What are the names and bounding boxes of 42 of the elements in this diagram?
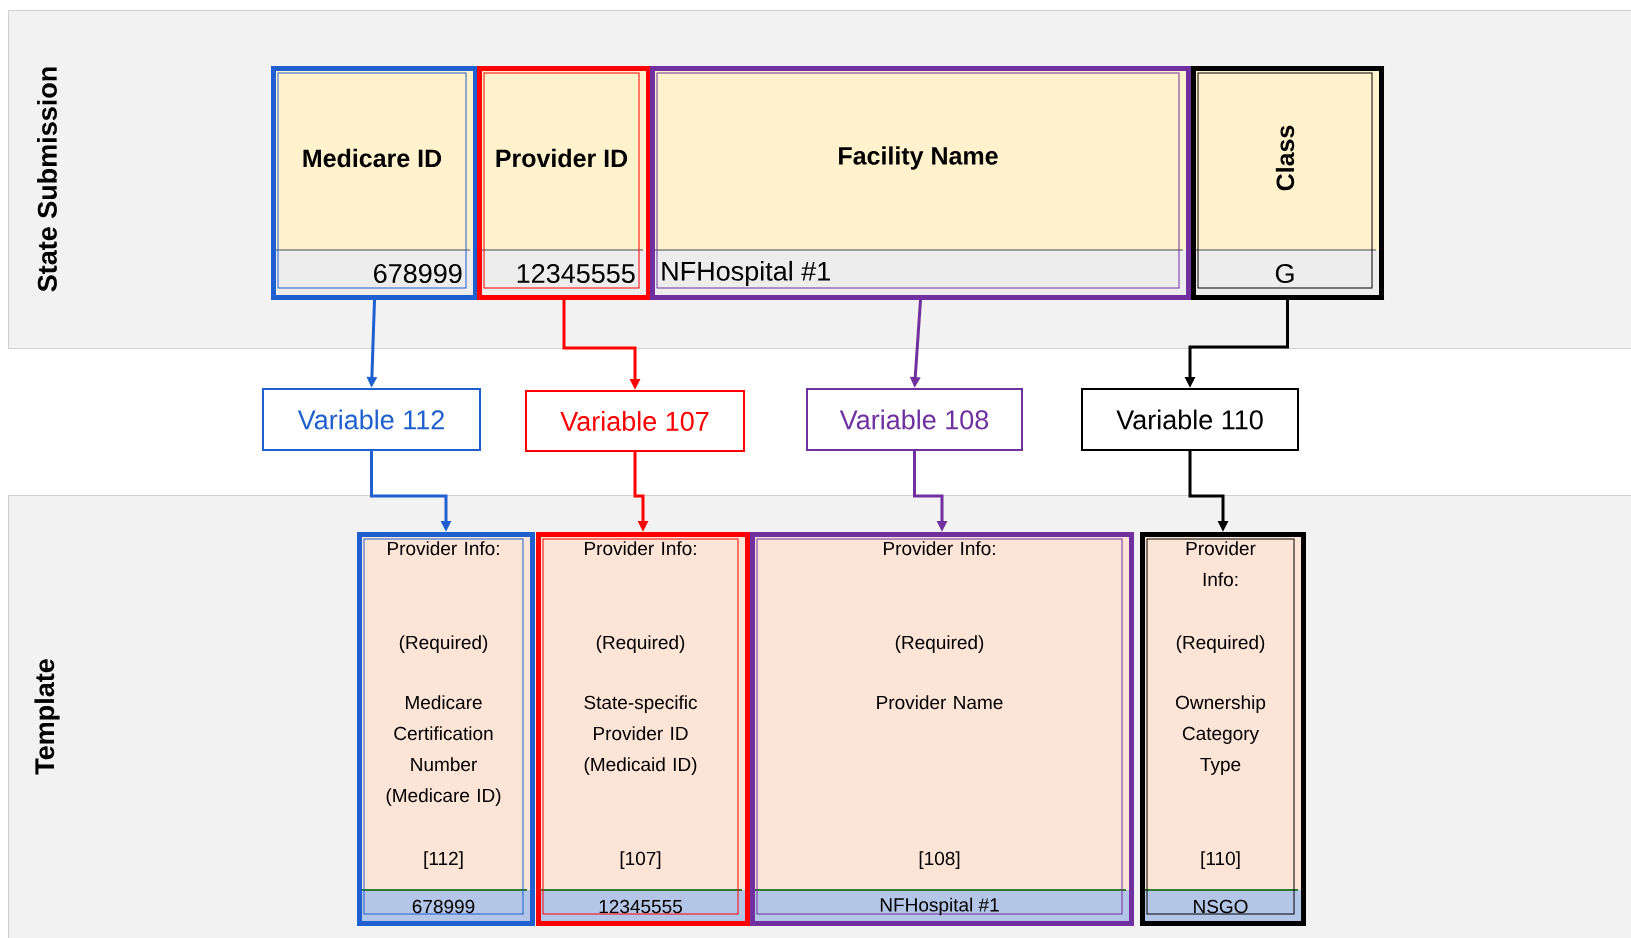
field-description: (Required) (895, 635, 984, 653)
field-description: (Required) (596, 635, 685, 653)
cell-value: 12345555 (517, 263, 635, 284)
variable-box: Variable 108 (806, 388, 1023, 451)
column-header: Medicare ID (303, 148, 442, 168)
column-box (650, 66, 1191, 300)
field-description: Medicare Certification Number (Medicare ID) (386, 695, 501, 806)
field-description: (Required) (399, 635, 488, 653)
cell-value: NFHospital #1 (880, 897, 999, 916)
cell-value: 12345555 (599, 899, 682, 914)
cell-value: NFHospital #1 (662, 260, 830, 287)
column-header: Class (1275, 125, 1295, 191)
cell-value: G (1275, 263, 1294, 284)
section-title: State Submission (37, 67, 57, 292)
field-description: Ownership Category Type (1176, 695, 1266, 775)
column-header: Provider ID (496, 148, 628, 168)
variable-box: Variable 112 (262, 388, 481, 451)
field-description: [108] (919, 851, 960, 869)
column-box (477, 66, 651, 300)
variable-box: Variable 110 (1081, 388, 1299, 451)
field-description: Provider Info: (1186, 541, 1256, 587)
field-description: [112] (424, 851, 463, 869)
field-description: (Required) (1176, 635, 1265, 653)
cell-value: NSGO (1194, 899, 1248, 914)
section-title: Template (34, 659, 60, 775)
column-box (271, 66, 478, 300)
field-description: Provider Info: (585, 541, 696, 556)
field-description: Provider Name (877, 695, 1003, 710)
cell-value: 678999 (374, 263, 462, 284)
field-description: [110] (1201, 851, 1240, 869)
cell-value: 678999 (412, 899, 475, 914)
column-header: Facility Name (839, 146, 998, 170)
template-column (1140, 532, 1306, 926)
variable-box: Variable 107 (525, 390, 745, 452)
field-description: Provider Info: (884, 541, 995, 556)
template-column (357, 532, 535, 926)
column-box (1191, 66, 1384, 300)
field-description: Provider Info: (388, 541, 499, 556)
field-description: [107] (620, 851, 661, 869)
template-column (750, 532, 1134, 926)
field-description: State-specific Provider ID (Medicaid ID) (584, 695, 697, 775)
template-column (536, 532, 750, 926)
